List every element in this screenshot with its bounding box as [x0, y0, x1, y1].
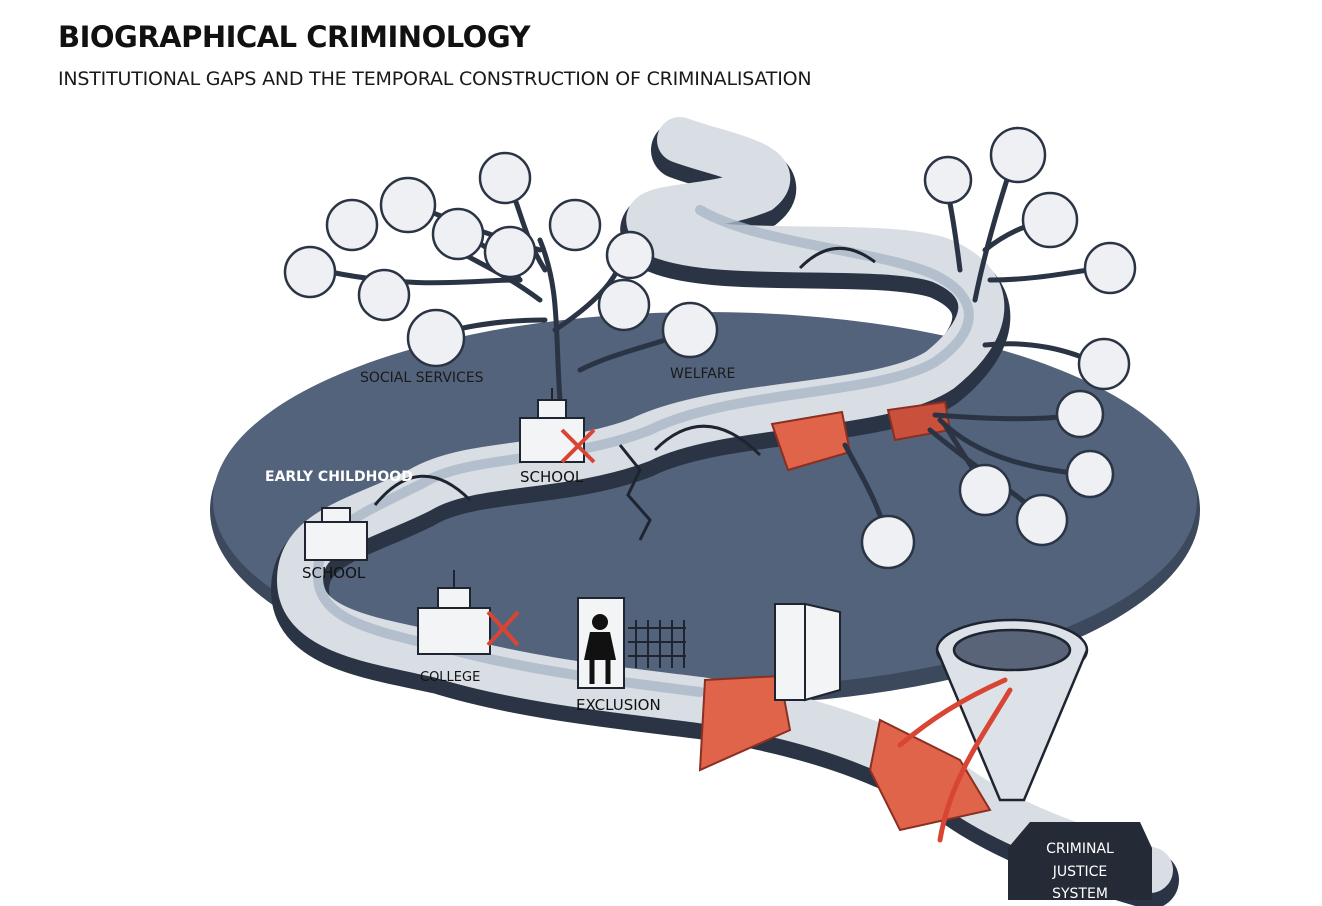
meeting-icon: [1021, 191, 1079, 249]
worker-icon: [1015, 493, 1069, 547]
bridge-3: [798, 247, 876, 270]
conversation-icon: [1083, 241, 1137, 295]
support-icon: [661, 301, 719, 359]
label-social-services: SOCIAL SERVICES: [360, 370, 484, 386]
certificate-icon: [283, 245, 337, 299]
laptop-icon: [406, 308, 466, 368]
magnifier-icon: [379, 176, 437, 234]
book-icon: [478, 151, 532, 205]
icon-bubbles: [283, 126, 1137, 570]
building-school-lower: [304, 507, 368, 561]
red-rope: [897, 677, 1013, 843]
tools-icon: [860, 514, 916, 570]
stroller-icon: [989, 126, 1047, 184]
bridge-2: [653, 424, 762, 457]
road-crack: [618, 444, 652, 541]
label-college: COLLEGE: [420, 670, 480, 685]
bridges: [373, 247, 876, 506]
label-young-adult: YOUNG ADULT: [511, 724, 627, 751]
group-icon: [1055, 389, 1105, 439]
page-subtitle: INSTITUTIONAL GAPS AND THE TEMPORAL CONS…: [58, 68, 812, 90]
label-school-upper: SCHOOL: [520, 468, 584, 486]
house-icon: [923, 155, 973, 205]
exclusion-figure: [577, 597, 686, 689]
cross-icon-college: [486, 610, 520, 647]
funnel-icon: [935, 618, 1089, 802]
document-icon: [483, 225, 537, 279]
label-criminal: CRIMINAL: [1046, 841, 1114, 857]
people-icon: [325, 198, 379, 252]
building-college: [417, 570, 491, 655]
door-icon: [774, 602, 841, 702]
page-title: BIOGRAPHICAL CRIMINOLOGY: [58, 20, 530, 54]
cross-icon-school: [560, 428, 596, 464]
parcel-icon: [597, 278, 651, 332]
label-early-childhood: EARLY CHILDHOOD: [265, 469, 413, 485]
criminal-justice-label: CRIMINAL JUSTICE SYSTEM: [1046, 841, 1114, 902]
family-icon: [605, 230, 655, 280]
bridge-1: [373, 474, 472, 506]
label-welfare: WELFARE: [670, 366, 735, 382]
clock-icon: [958, 463, 1012, 517]
screen-icon: [1077, 337, 1131, 391]
broken-segment-3: [698, 674, 792, 772]
criminal-justice-badge: [1008, 822, 1152, 900]
radio-icon: [357, 268, 411, 322]
label-system: SYSTEM: [1052, 886, 1108, 902]
label-school-lower: SCHOOL: [302, 564, 366, 582]
label-exclusion: EXCLUSION: [576, 696, 661, 714]
caregiver-icon: [431, 207, 485, 261]
teacher-icon: [548, 198, 602, 252]
lock-icon: [1065, 449, 1115, 499]
label-justice: JUSTICE: [1052, 864, 1108, 880]
